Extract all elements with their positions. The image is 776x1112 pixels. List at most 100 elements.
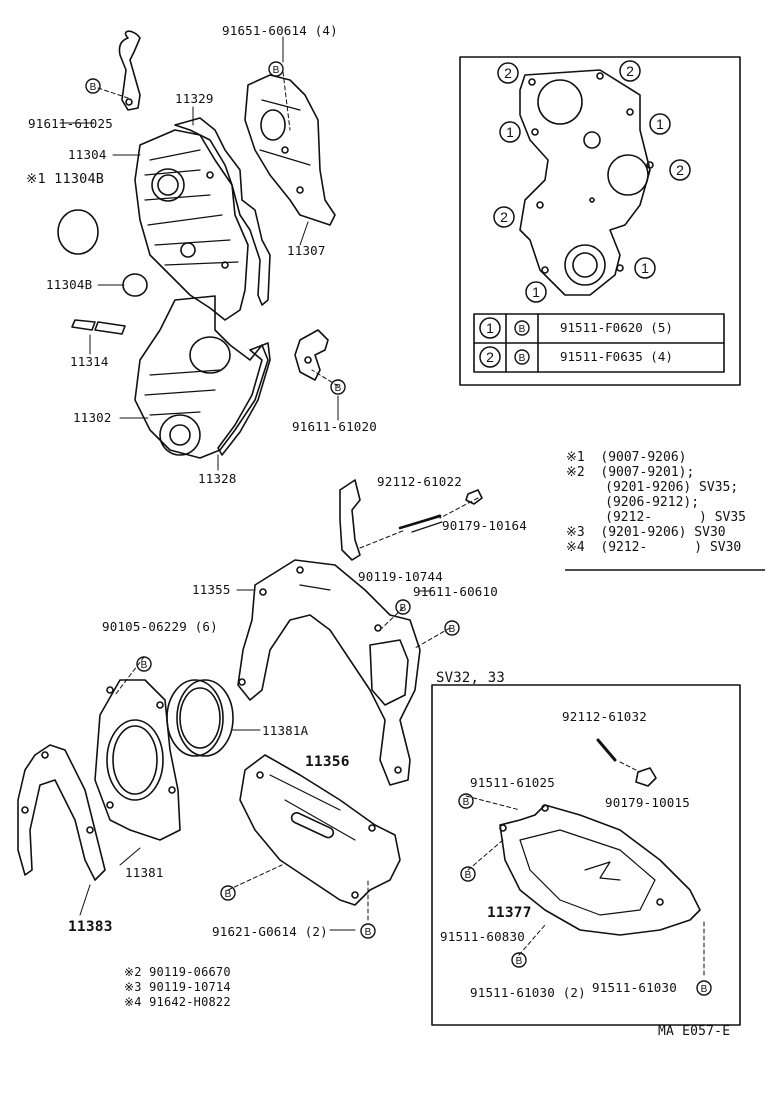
label-90119-10744: 90119-10744 xyxy=(358,569,443,584)
label-91511-61030: 91511-61030 xyxy=(592,980,677,995)
bolt-icon: B xyxy=(514,349,530,365)
svg-text:B: B xyxy=(225,889,232,900)
note-line: ※1 (9007-9206) xyxy=(566,450,687,465)
callout-2-icon: 2 xyxy=(479,346,501,368)
label-11314: 11314 xyxy=(70,354,109,369)
plate-11355 xyxy=(237,559,421,786)
label-91511-60830: 91511-60830 xyxy=(440,929,525,944)
bolt-icon: B xyxy=(444,620,460,636)
svg-text:B: B xyxy=(465,870,472,881)
svg-text:1: 1 xyxy=(532,284,540,300)
callout-1-icon: 1 xyxy=(634,257,656,279)
label-90119-06670: ※2 90119-06670 xyxy=(124,965,231,979)
svg-text:B: B xyxy=(463,797,470,808)
label-91511-61030-2: 91511-61030 (2) xyxy=(470,985,586,1000)
hook-bracket-top xyxy=(118,30,141,111)
label-11377: 11377 xyxy=(487,905,532,921)
label-11307: 11307 xyxy=(287,243,326,258)
reference-code: MA E057-E xyxy=(658,1024,731,1039)
svg-text:B: B xyxy=(449,624,456,635)
svg-text:B: B xyxy=(519,324,526,335)
bolt-icon: B xyxy=(395,599,411,615)
bolt-icon: B xyxy=(511,952,527,968)
label-11304b-note: ※1 11304B xyxy=(26,171,105,187)
notes-block: ※1 (9007-9206) ※2 (9007-9201); (9201-920… xyxy=(566,450,746,555)
cover-11356 xyxy=(239,754,401,906)
label-91642-h0822: ※4 91642-H0822 xyxy=(124,995,231,1009)
upper-timing-cover-11304 xyxy=(134,129,249,321)
svg-text:B: B xyxy=(516,956,523,967)
svg-text:2: 2 xyxy=(500,209,508,225)
bolt-icon: B xyxy=(514,320,530,336)
svg-text:B: B xyxy=(335,383,342,394)
label-92112-61022: 92112-61022 xyxy=(377,474,462,489)
bolt-icon: B xyxy=(330,379,346,395)
bolt-icon: B xyxy=(696,980,712,996)
pins-11314 xyxy=(71,319,126,335)
svg-text:B: B xyxy=(365,927,372,938)
label-91611-60610: 91611-60610 xyxy=(413,584,498,599)
svg-text:1: 1 xyxy=(486,320,494,336)
svg-text:1: 1 xyxy=(656,116,664,132)
label-11381a: 11381A xyxy=(262,723,309,738)
bolt-icon: B xyxy=(136,656,152,672)
rear-plate-11307 xyxy=(244,74,336,226)
label-91621-g0614: 91621-G0614 (2) xyxy=(212,924,328,939)
label-91651-60614: 91651-60614 (4) xyxy=(222,23,338,38)
label-92112-61032: 92112-61032 xyxy=(562,709,647,724)
label-90119-10714: ※3 90119-10714 xyxy=(124,980,231,994)
svg-text:B: B xyxy=(400,603,407,614)
callout-1-icon: 1 xyxy=(525,281,547,303)
label-91611-61025: 91611-61025 xyxy=(28,116,113,131)
bolt-symbols: B B B B B B B B B B B B B B xyxy=(85,61,712,996)
oil-seal-11381a xyxy=(166,679,234,757)
plug-11304b-large xyxy=(57,209,99,255)
callout-1-icon: 1 xyxy=(649,113,671,135)
svg-text:2: 2 xyxy=(486,349,494,365)
callout-1-icon: 1 xyxy=(479,317,501,339)
svg-text:B: B xyxy=(90,82,97,93)
label-11304b: 11304B xyxy=(46,277,93,292)
inset-callouts: 2 2 1 1 2 2 1 1 1 2 xyxy=(479,60,691,368)
label-11355: 11355 xyxy=(192,582,231,597)
bolt-icon: B xyxy=(85,78,101,94)
label-11381: 11381 xyxy=(125,865,164,880)
label-90179-10164: 90179-10164 xyxy=(442,518,527,533)
svg-text:1: 1 xyxy=(506,124,514,140)
bolt-icon: B xyxy=(460,866,476,882)
callout-2-icon: 2 xyxy=(669,159,691,181)
inset-table-part-1: 91511-F0620 (5) xyxy=(560,320,673,335)
label-11304: 11304 xyxy=(68,147,107,162)
bolt-icon: B xyxy=(268,61,284,77)
bracket-92112 xyxy=(339,479,483,561)
sv-inset-title: SV32, 33 xyxy=(436,670,506,686)
gasket-11328 xyxy=(217,342,271,456)
gasket-11329 xyxy=(174,117,271,306)
plug-11304b-small xyxy=(122,273,148,297)
label-11383: 11383 xyxy=(68,919,113,935)
note-line: ※3 (9201-9206) SV30 xyxy=(566,525,726,540)
bolt-icon: B xyxy=(360,923,376,939)
label-91511-61025: 91511-61025 xyxy=(470,775,555,790)
svg-text:2: 2 xyxy=(626,63,634,79)
dashed-leaders xyxy=(97,71,705,976)
inset-panel xyxy=(459,56,741,386)
label-11329: 11329 xyxy=(175,91,214,106)
svg-text:B: B xyxy=(141,660,148,671)
sv-inset xyxy=(431,684,741,1026)
lower-timing-cover-11302 xyxy=(134,295,269,459)
callout-1-icon: 1 xyxy=(499,121,521,143)
label-11356: 11356 xyxy=(305,754,350,770)
svg-text:2: 2 xyxy=(504,65,512,81)
bolt-icon: B xyxy=(220,885,236,901)
bolt-icon: B xyxy=(458,793,474,809)
label-90179-10015: 90179-10015 xyxy=(605,795,690,810)
svg-text:B: B xyxy=(701,984,708,995)
label-11302: 11302 xyxy=(73,410,112,425)
svg-text:B: B xyxy=(519,353,526,364)
label-11328: 11328 xyxy=(198,471,237,486)
hook-bracket-right xyxy=(294,329,329,381)
leader-lines xyxy=(59,36,433,931)
note-line: ※4 (9212- ) SV30 xyxy=(566,540,742,555)
callout-2-icon: 2 xyxy=(493,206,515,228)
